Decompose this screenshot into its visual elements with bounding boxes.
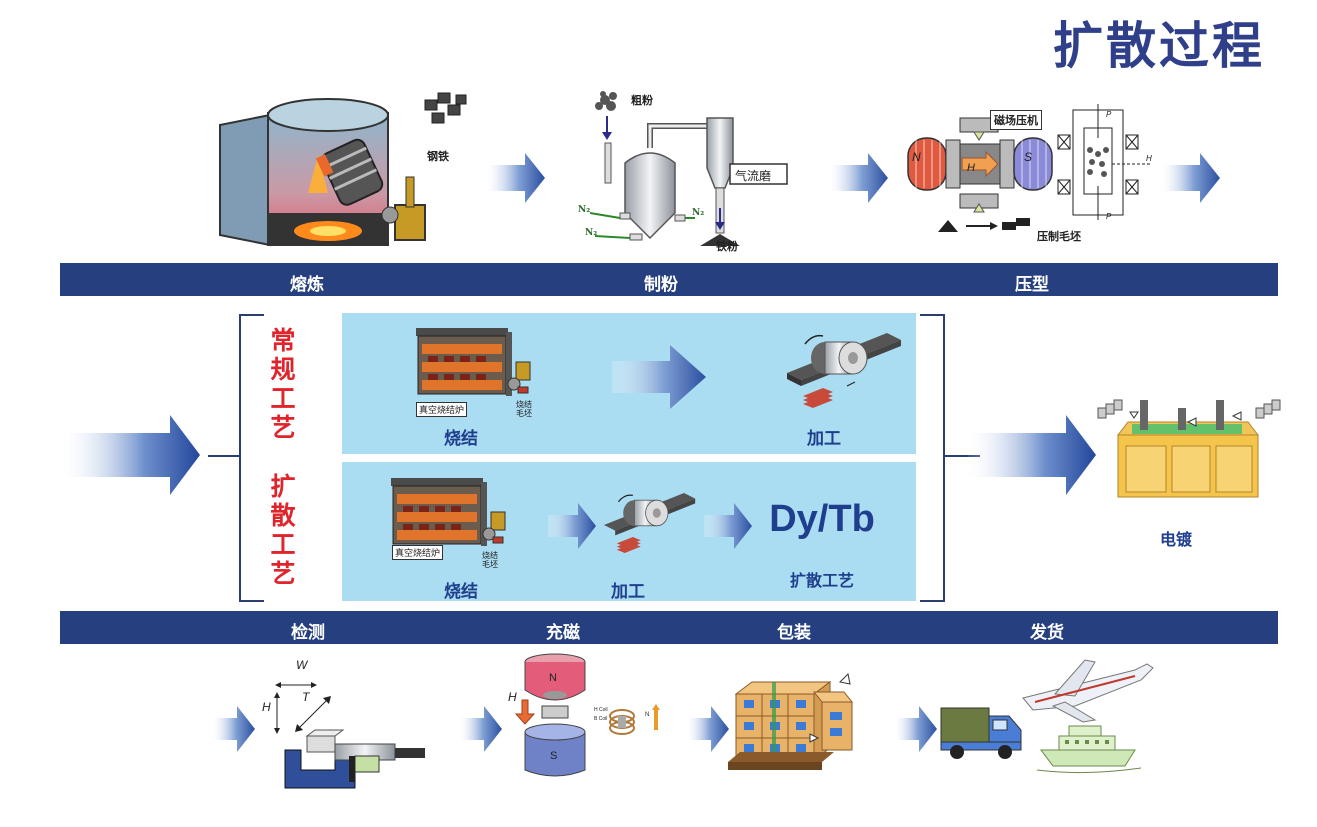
step-shipping-label: 发货: [1030, 623, 1064, 642]
mag-h-label: H: [508, 690, 517, 704]
step-packaging-label: 包装: [777, 623, 811, 642]
flow-arrow: [704, 503, 752, 549]
step-magnetizing-label: 充磁: [546, 623, 580, 642]
conventional-process-label: 常规工艺: [270, 327, 296, 442]
step-powdering-label: 制粉: [644, 275, 678, 294]
flow-arrow: [830, 153, 888, 203]
blank-label-conventional: 烧结毛坯: [516, 400, 532, 418]
flow-arrow: [1162, 153, 1220, 203]
melting-furnace-illustration: [219, 92, 467, 247]
n2-label-3: N₂: [692, 208, 705, 218]
conventional-sintering-label: 烧结: [444, 429, 478, 448]
b-coil-label: B Coil: [594, 716, 608, 722]
dim-w-label: W: [296, 658, 308, 672]
dy-tb-element-label: Dy/Tb: [769, 498, 875, 540]
green-compact-label: 压制毛坯: [1037, 230, 1081, 243]
n2-label-2: N₂: [585, 228, 598, 238]
big-flow-arrow-right: [968, 415, 1096, 495]
conventional-machining-label: 加工: [807, 429, 841, 448]
page-title: 扩散过程: [1053, 16, 1265, 75]
mag-n-label: N: [549, 672, 557, 684]
machining-illustration: [787, 333, 901, 408]
shipping-illustration: [940, 659, 1154, 774]
pole-n-label: N: [912, 150, 921, 164]
jet-mill-illustration: [589, 91, 788, 246]
diffusion-sintering-label: 烧结: [444, 582, 478, 601]
dim-h-label: H: [262, 700, 271, 714]
flow-arrow: [213, 706, 255, 752]
pressure-p-top-label: P: [1106, 110, 1112, 119]
diffusion-machining-label: 加工: [611, 582, 645, 601]
packaging-illustration: [728, 672, 854, 770]
coil-n-label: N: [645, 712, 650, 718]
big-flow-arrow-left: [62, 415, 200, 495]
furnace-label-conventional: 真空烧结炉: [416, 402, 468, 417]
h-coil-label: H Coil: [594, 707, 608, 713]
pole-s-label: S: [1024, 150, 1033, 164]
machining-illustration: [604, 493, 696, 553]
n2-label-1: N₂: [578, 205, 591, 215]
flow-arrow: [895, 706, 937, 752]
fine-powder-label: 铁粉: [716, 240, 738, 253]
press-label: 磁场压机: [990, 110, 1042, 130]
bottom-stage-bar: 检测 充磁 包装 发货: [60, 611, 1278, 644]
flow-arrow: [460, 706, 502, 752]
step-pressing-label: 压型: [1015, 275, 1049, 294]
field-h-label: H: [967, 162, 975, 174]
diffusion-step-caption: 扩散工艺: [789, 573, 855, 590]
left-bracket: [208, 314, 264, 602]
dim-t-label: T: [302, 690, 310, 704]
step-inspection-label: 检测: [291, 623, 325, 642]
pressure-p-bottom-label: P: [1106, 212, 1112, 221]
furnace-label-diffusion: 真空烧结炉: [392, 545, 444, 560]
blank-label-diffusion: 烧结毛坯: [482, 551, 498, 569]
top-stage-bar: 熔炼 制粉 压型: [60, 263, 1278, 296]
electroplating-label: 电镀: [1159, 532, 1193, 549]
magnetizer-illustration: [514, 653, 660, 777]
electroplating-illustration: [1097, 399, 1281, 498]
flow-arrow: [548, 503, 596, 549]
diffusion-process-label: 扩散工艺: [270, 473, 296, 588]
vacuum-furnace-illustration: [416, 328, 531, 396]
flow-arrow-large: [612, 345, 706, 409]
ingot-label: 钢铁: [427, 150, 449, 163]
micrometer-illustration: [274, 682, 425, 789]
mag-s-label: S: [550, 750, 558, 762]
vacuum-furnace-illustration: [391, 478, 506, 546]
coarse-powder-label: 粗粉: [631, 94, 653, 107]
field-h-right-label: H: [1146, 154, 1152, 163]
step-melting-label: 熔炼: [290, 275, 324, 294]
flow-arrow: [687, 706, 729, 752]
magnetic-press-illustration: [907, 104, 1150, 232]
jet-mill-label: 气流磨: [735, 169, 772, 183]
flow-arrow: [487, 153, 545, 203]
